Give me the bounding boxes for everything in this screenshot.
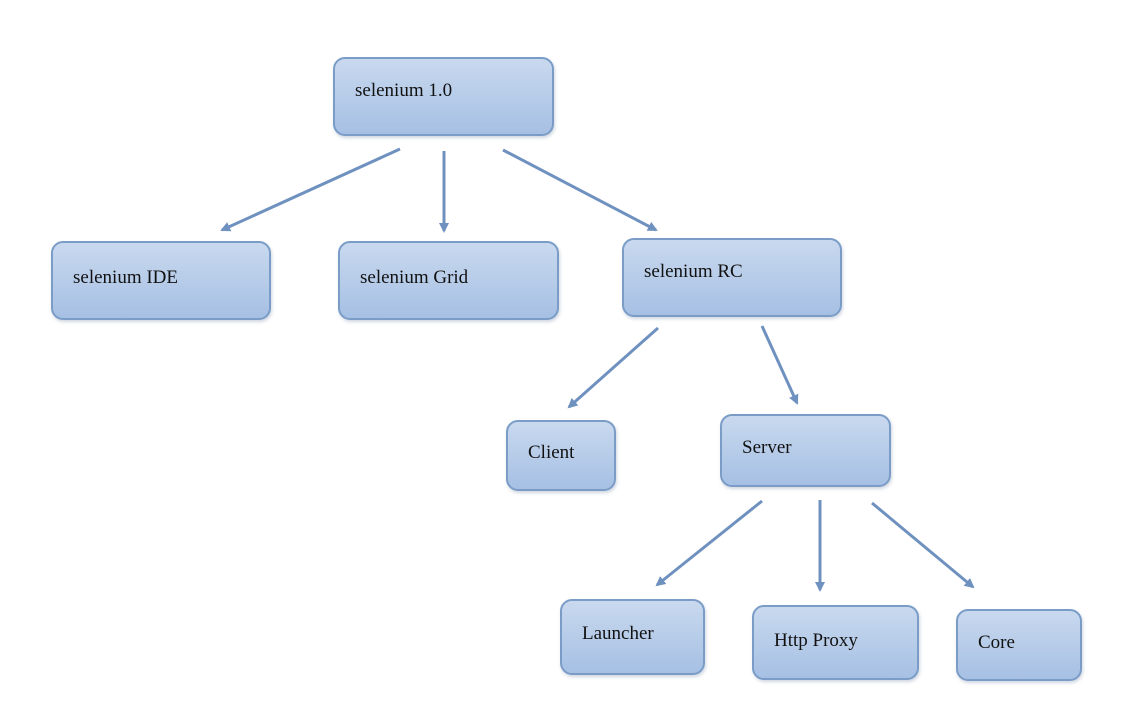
node-label-selenium-rc: selenium RC xyxy=(644,261,743,282)
edge-server-core xyxy=(871,501,975,589)
edge-rc-client xyxy=(567,326,659,409)
edge-server-launcher xyxy=(655,499,763,587)
node-label-selenium-grid: selenium Grid xyxy=(360,267,469,288)
node-http-proxy: Http Proxy xyxy=(752,605,919,680)
edge-root-rc xyxy=(502,148,658,232)
node-label-selenium-1-0: selenium 1.0 xyxy=(355,80,453,101)
node-selenium-ide: selenium IDE xyxy=(51,241,271,320)
edge-root-ide xyxy=(220,147,401,232)
node-core: Core xyxy=(956,609,1082,681)
node-label-launcher: Launcher xyxy=(582,623,654,644)
node-label-selenium-ide: selenium IDE xyxy=(73,267,179,288)
node-client: Client xyxy=(506,420,616,491)
node-label-server: Server xyxy=(742,437,792,458)
node-label-core: Core xyxy=(978,632,1015,653)
edge-rc-server xyxy=(760,325,799,405)
node-launcher: Launcher xyxy=(560,599,705,675)
node-label-http-proxy: Http Proxy xyxy=(774,630,858,651)
node-selenium-rc: selenium RC xyxy=(622,238,842,317)
node-selenium-1-0: selenium 1.0 xyxy=(333,57,554,136)
node-label-client: Client xyxy=(528,442,575,463)
node-server: Server xyxy=(720,414,891,487)
node-selenium-grid: selenium Grid xyxy=(338,241,559,320)
